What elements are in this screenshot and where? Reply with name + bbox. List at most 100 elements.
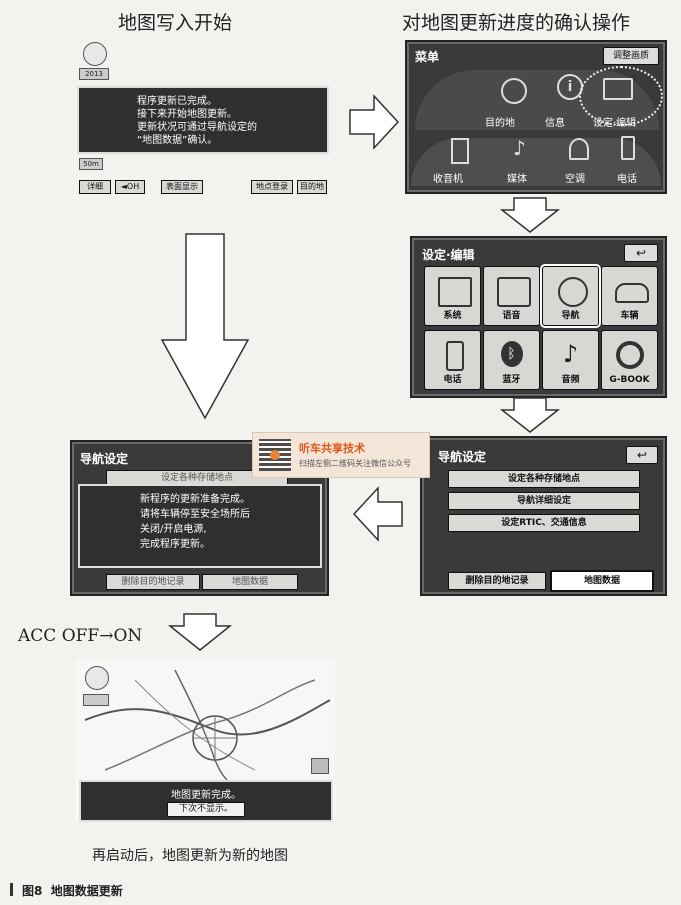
detail-button[interactable]: 详细 — [79, 180, 111, 194]
menu-item-ac[interactable]: 空调 — [565, 174, 585, 185]
set-rtic-traffic-button[interactable]: 设定RTIC、交通信息 — [448, 514, 640, 532]
gbook-icon — [615, 341, 644, 369]
tile-label: 音频 — [561, 375, 580, 385]
menu-item-phone[interactable]: 电话 — [617, 174, 637, 185]
acc-label: ACC OFF→ON — [18, 626, 143, 646]
dialog-line: 新程序的更新准备完成。 — [140, 494, 250, 505]
tile-label: 蓝牙 — [502, 375, 521, 385]
dialog-line: 接下来开始地图更新。 — [137, 109, 237, 120]
tile-system[interactable]: 系统 — [424, 266, 481, 326]
dialog-text: 新程序的更新准备完成。 请将车辆停至安全场所后 关闭/开启电源, 完成程序更新。 — [140, 492, 250, 552]
radio-icon — [451, 138, 469, 164]
heading-map-write-start: 地图写入开始 — [118, 12, 233, 34]
arrow-down-icon — [500, 197, 560, 233]
phone-icon — [445, 341, 464, 371]
map-update-complete-dialog: 地图更新完成。 下次不显示。 — [79, 780, 333, 822]
big-arrow-down-icon — [160, 233, 250, 420]
set-storage-points-button[interactable]: 设定各种存储地点 — [448, 470, 640, 488]
watermark-banner: 听车共享技术 扫描左侧二维码关注微信公众号 — [252, 432, 430, 478]
voice-icon — [496, 277, 531, 307]
delete-destination-record-button[interactable]: 删除目的地记录 — [106, 574, 200, 590]
register-point-button[interactable]: 地点登录 — [251, 180, 293, 194]
tile-gbook[interactable]: G-BOOK — [601, 330, 658, 390]
system-icon — [437, 277, 472, 307]
tile-voice[interactable]: 语音 — [483, 266, 540, 326]
vehicle-icon — [614, 283, 649, 303]
music-note-icon: ♪ — [562, 340, 579, 368]
restart-caption: 再启动后，地图更新为新的地图 — [92, 848, 288, 864]
tile-label: 车辆 — [620, 311, 639, 321]
bluetooth-icon: ᛒ — [500, 341, 523, 367]
update-ready-dialog: 新程序的更新准备完成。 请将车辆停至安全场所后 关闭/开启电源, 完成程序更新。 — [78, 484, 322, 568]
tile-phone[interactable]: 电话 — [424, 330, 481, 390]
dialog-line: 关闭/开启电源, — [140, 524, 207, 535]
back-button[interactable]: ↩ — [624, 244, 658, 262]
arrow-left-icon — [352, 486, 403, 542]
compass-icon — [83, 42, 107, 66]
tile-label: 电话 — [443, 375, 462, 385]
menu-item-destination[interactable]: 目的地 — [485, 118, 515, 129]
oh-button[interactable]: ◄OH — [115, 180, 145, 194]
arrow-down-icon — [500, 397, 560, 433]
tile-label: 导航 — [561, 311, 580, 321]
adjust-picture-button[interactable]: 调整画质 — [603, 47, 659, 65]
menu-item-info[interactable]: 信息 — [545, 118, 565, 129]
dialog-line: 完成程序更新。 — [140, 539, 210, 550]
dialog-line: “地图数据”确认。 — [137, 135, 218, 146]
navigation-icon — [557, 277, 588, 307]
map-badge — [83, 694, 109, 706]
screen-menu: 菜单 调整画质 i 目的地 信息 设定·编辑 ♪ 收音机 媒体 空调 电话 — [405, 40, 667, 194]
heading-confirm-progress: 对地图更新进度的确认操作 — [402, 12, 631, 34]
menu-item-media[interactable]: 媒体 — [507, 174, 527, 185]
qr-code-icon — [259, 439, 291, 471]
map-data-button[interactable]: 地图数据 — [550, 570, 654, 592]
screen-map-write-start: 2013 程序更新已完成。 接下来开始地图更新。 更新状况可通过导航设定的 “地… — [75, 40, 330, 200]
top-badge: 2013 — [79, 68, 109, 80]
phone-icon — [621, 136, 635, 160]
tile-audio[interactable]: ♪ 音频 — [542, 330, 599, 390]
watermark-subtitle: 扫描左侧二维码关注微信公众号 — [299, 459, 411, 468]
surface-display-button[interactable]: 表面显示 — [161, 180, 203, 194]
nav-detail-settings-button[interactable]: 导航详细设定 — [448, 492, 640, 510]
destination-button[interactable]: 目的地 — [297, 180, 327, 194]
arrow-right-icon — [349, 94, 400, 150]
delete-destination-record-button[interactable]: 删除目的地记录 — [448, 572, 546, 590]
menu-item-radio[interactable]: 收音机 — [433, 174, 463, 185]
caption-bar — [10, 883, 13, 896]
destination-icon — [501, 78, 527, 104]
back-button[interactable]: ↩ — [626, 446, 658, 464]
map-marker-icon — [311, 758, 329, 774]
dialog-line: 地图更新完成。 — [171, 790, 241, 801]
dialog-line: 更新状况可通过导航设定的 — [137, 122, 257, 133]
screen-navigation-settings: 导航设定 ↩ 设定各种存储地点 导航详细设定 设定RTIC、交通信息 删除目的地… — [420, 436, 667, 596]
music-note-icon: ♪ — [513, 136, 526, 160]
tile-label: 系统 — [443, 311, 462, 321]
nav-settings-title: 导航设定 — [438, 450, 487, 464]
tile-navigation[interactable]: 导航 — [542, 266, 599, 326]
menu-item-settings[interactable]: 设定·编辑 — [593, 118, 637, 129]
ac-icon — [569, 138, 589, 160]
screen-map-updated: 地图更新完成。 下次不显示。 — [75, 660, 335, 822]
arrow-down-icon — [168, 613, 232, 651]
tile-vehicle[interactable]: 车辆 — [601, 266, 658, 326]
highlight-ring — [579, 66, 663, 126]
do-not-show-again-button[interactable]: 下次不显示。 — [167, 802, 245, 817]
tile-bluetooth[interactable]: ᛒ 蓝牙 — [483, 330, 540, 390]
tile-label: G-BOOK — [609, 375, 650, 385]
tile-label: 语音 — [502, 311, 521, 321]
map-write-dialog: 程序更新已完成。 接下来开始地图更新。 更新状况可通过导航设定的 “地图数据”确… — [77, 86, 329, 154]
map-data-button[interactable]: 地图数据 — [202, 574, 298, 590]
screen-settings-edit: 设定·编辑 ↩ 系统 语音 导航 车辆 电话 ᛒ 蓝牙 ♪ 音频 G-BOOK — [410, 236, 667, 398]
qr-center-logo — [270, 450, 280, 460]
nav-settings-title: 导航设定 — [80, 452, 129, 466]
dialog-line: 请将车辆停至安全场所后 — [140, 509, 250, 520]
dialog-line: 程序更新已完成。 — [137, 96, 217, 107]
dialog-text: 程序更新已完成。 接下来开始地图更新。 更新状况可通过导航设定的 “地图数据”确… — [137, 95, 257, 147]
figure-caption: 图8 地图数据更新 — [22, 884, 123, 898]
watermark-title: 听车共享技术 — [299, 442, 365, 455]
menu-title: 菜单 — [415, 50, 440, 64]
settings-title: 设定·编辑 — [422, 248, 475, 262]
scale-badge: 50m — [79, 158, 103, 170]
map-roads — [84, 669, 331, 780]
compass-icon — [85, 666, 109, 690]
